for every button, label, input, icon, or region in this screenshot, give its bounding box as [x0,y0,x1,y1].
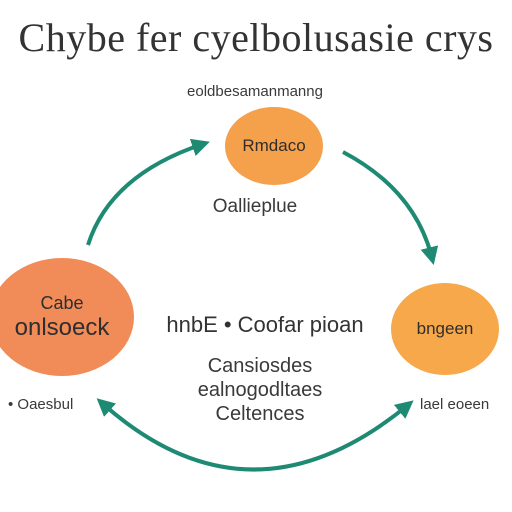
center-block: Cansiosdes ealnogodltaes Celtences [160,354,360,426]
node-right-label: bngeen [416,319,474,338]
right-caption: lael eoeen [420,396,490,413]
node-left-line1: Cabe [40,293,84,313]
center-block-line1: Cansiosdes [207,355,313,377]
arrow-left-to-top [86,138,210,246]
top-caption: eoldbesamanmanng [187,83,323,100]
node-left-line2: onlsoeck [14,314,110,341]
arrow-bottom [96,398,414,472]
center-block-line2: ealnogodltaes [197,379,323,401]
diagram-title: Chybe fer cyelbolusasie crys [18,15,494,60]
node-left: Cabe onlsoeck [0,258,134,376]
arrow-top-to-right [342,150,439,265]
node-right: bngeen [391,283,499,375]
node-top-label: Rmdaco [242,136,306,155]
node-top: Rmdaco [225,107,323,185]
left-caption: • Oaesbul [8,396,74,413]
top-subcaption: Oallieplue [212,196,298,217]
center-block-line3: Celtences [215,403,305,425]
center-line: hnbE • Coofar pioan [166,312,364,337]
